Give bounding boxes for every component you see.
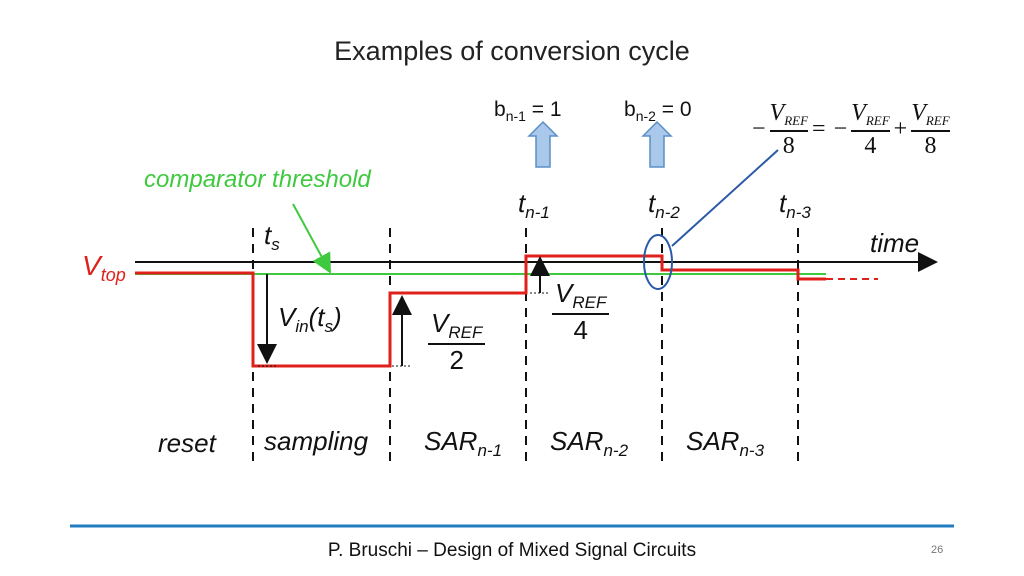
time-axis-label: time [870,228,920,258]
ts-label: ts [264,220,280,254]
tn1-label: tn-1 [518,188,550,222]
phase-sampling: sampling [264,426,369,456]
page-number: 26 [931,544,944,556]
comparator-threshold-label: comparator threshold [144,166,371,193]
threshold-pointer [292,203,331,274]
vtop-waveform [135,254,826,368]
highlight-ellipse [643,234,673,290]
phase-sar-n1: SARn-1 [424,426,503,460]
tn3-label: tn-3 [779,188,811,222]
phase-sar-n3: SARn-3 [686,426,765,460]
bit-arrow-n1 [527,120,559,168]
slide-title: Examples of conversion cycle [334,36,690,66]
phase-reset: reset [158,428,216,458]
footer-text: P. Bruschi – Design of Mixed Signal Circ… [327,540,697,561]
tn2-label: tn-2 [648,188,680,222]
bit-label-n1: bn-1 = 1 [494,98,562,124]
phase-sar-n2: SARn-2 [550,426,629,460]
vin-label: Vin(ts) [278,302,342,336]
vtop-label: Vtop [82,250,126,285]
bit-label-n2: bn-2 = 0 [624,98,692,124]
highlight-pointer [671,149,779,247]
bit-arrow-n2 [641,120,673,168]
